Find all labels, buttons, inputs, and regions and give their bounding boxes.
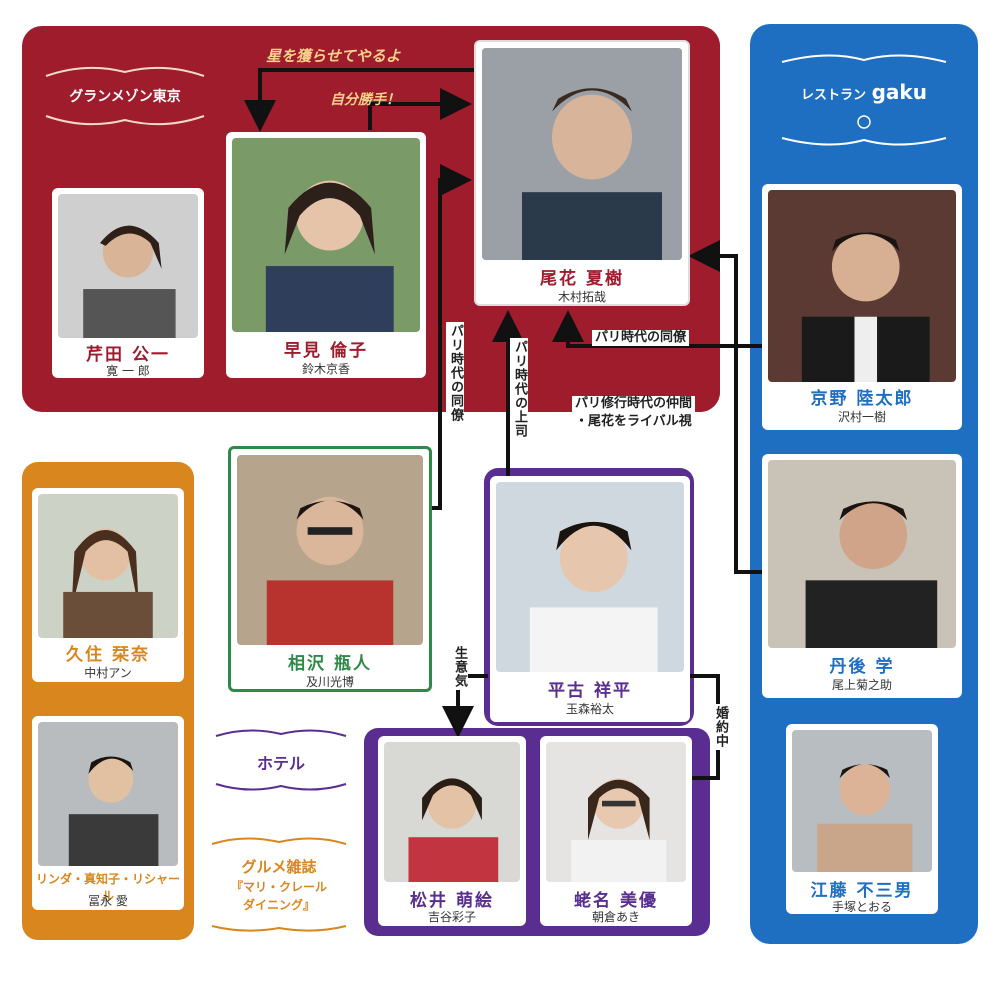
card-serita[interactable]: 芹田 公一 寛 一 郎 xyxy=(52,188,204,378)
ornament-frame-icon xyxy=(45,66,205,126)
relation-paris-douryou-right: パリ時代の同僚 xyxy=(592,330,690,346)
card-hayami[interactable]: 早見 倫子 鈴木京香 xyxy=(226,132,426,378)
gourmet-title-1: グルメ雑誌 xyxy=(241,858,317,876)
name-linda: リンダ・真知子・リシャール xyxy=(35,872,180,903)
grandmaison-title-plate: グランメゾン東京 xyxy=(36,58,214,132)
photo-ebina xyxy=(546,742,686,882)
relation-paris-douryou-left: パリ時代の同僚 xyxy=(446,322,464,424)
gaku-prefix: レストラン xyxy=(801,88,867,103)
card-hirako[interactable]: 平古 祥平 玉森裕太 xyxy=(490,476,690,722)
hotel-title-plate: ホテル xyxy=(208,724,354,796)
photo-hayami xyxy=(232,138,420,332)
actor-tango: 尾上菊之助 xyxy=(831,678,892,692)
actor-obana: 木村拓哉 xyxy=(557,290,606,304)
arrow-aizawa-to-obana xyxy=(432,164,472,510)
arrow-tango-to-obana xyxy=(688,240,762,574)
arrow-kyono-to-obana xyxy=(552,310,762,348)
photo-matsui xyxy=(384,742,520,882)
name-eto: 江藤 不三男 xyxy=(810,881,914,901)
photo-hirako xyxy=(496,482,684,672)
photo-aizawa xyxy=(237,455,423,645)
hotel-title: ホテル xyxy=(256,754,305,773)
name-aizawa: 相沢 瓶人 xyxy=(288,654,372,674)
relation-namaiki: 生意気 xyxy=(450,644,468,690)
arrow-hayami-to-obana xyxy=(368,88,472,130)
relation-katte: 自分勝手！ xyxy=(330,92,400,108)
photo-kyono xyxy=(768,190,956,382)
gourmet-title-3: ダイニング』 xyxy=(242,898,315,912)
name-kusumi: 久住 栞奈 xyxy=(66,645,150,665)
name-hayami: 早見 倫子 xyxy=(284,341,368,361)
card-tango[interactable]: 丹後 学 尾上菊之助 xyxy=(762,454,962,698)
relation-hoshi: 星を獲らせてやるよ xyxy=(266,47,401,65)
actor-hayami: 鈴木京香 xyxy=(301,362,350,376)
gourmet-title-plate: グルメ雑誌 『マリ・クレール ダイニング』 xyxy=(204,834,354,934)
gaku-title-plate: レストラン gaku xyxy=(768,48,960,158)
name-ebina: 蛯名 美優 xyxy=(574,891,658,911)
relation-konyaku: 婚約中 xyxy=(711,704,729,750)
actor-aizawa: 及川光博 xyxy=(305,675,354,689)
actor-eto: 手塚とおる xyxy=(831,900,892,914)
name-serita: 芹田 公一 xyxy=(86,345,170,365)
gourmet-title-2: 『マリ・クレール xyxy=(230,880,327,894)
photo-kusumi xyxy=(38,494,178,638)
actor-matsui: 吉谷彩子 xyxy=(427,910,476,924)
photo-linda xyxy=(38,722,178,866)
card-aizawa[interactable]: 相沢 瓶人 及川光博 xyxy=(228,446,432,692)
name-kyono: 京野 陸太郎 xyxy=(810,389,914,409)
actor-kusumi: 中村アン xyxy=(84,666,132,680)
actor-ebina: 朝倉あき xyxy=(591,910,640,924)
card-matsui[interactable]: 松井 萌絵 吉谷彩子 xyxy=(378,736,526,926)
card-ebina[interactable]: 蛯名 美優 朝倉あき xyxy=(540,736,692,926)
card-obana[interactable]: 尾花 夏樹 木村拓哉 xyxy=(474,40,690,306)
name-tango: 丹後 学 xyxy=(829,657,895,677)
ornament-frame-icon xyxy=(781,54,947,146)
actor-kyono: 沢村一樹 xyxy=(837,410,886,424)
relation-paris-joushi: パリ時代の上司 xyxy=(510,338,528,440)
photo-eto xyxy=(792,730,932,872)
ornament-frame-icon xyxy=(211,837,347,932)
card-kusumi[interactable]: 久住 栞奈 中村アン xyxy=(32,488,184,682)
photo-serita xyxy=(58,194,198,338)
name-hirako: 平古 祥平 xyxy=(548,681,632,701)
actor-serita: 寛 一 郎 xyxy=(106,364,150,378)
actor-hirako: 玉森裕太 xyxy=(565,702,614,716)
ornament-frame-icon xyxy=(215,729,347,791)
relation-paris-nakama-1: パリ修行時代の仲間 xyxy=(572,396,696,412)
actor-linda: 冨永 愛 xyxy=(88,894,128,908)
name-matsui: 松井 萌絵 xyxy=(410,891,494,911)
photo-tango xyxy=(768,460,956,648)
name-obana: 尾花 夏樹 xyxy=(540,269,624,289)
grandmaison-title: グランメゾン東京 xyxy=(69,88,181,104)
relation-paris-nakama-2: ・尾花をライバル視 xyxy=(572,414,695,430)
gaku-name: gaku xyxy=(871,80,927,104)
card-kyono[interactable]: 京野 陸太郎 沢村一樹 xyxy=(762,184,962,430)
card-eto[interactable]: 江藤 不三男 手塚とおる xyxy=(786,724,938,914)
card-linda[interactable]: リンダ・真知子・リシャール 冨永 愛 xyxy=(32,716,184,910)
arrow-obana-to-hayami xyxy=(244,68,474,132)
photo-obana xyxy=(482,48,682,260)
